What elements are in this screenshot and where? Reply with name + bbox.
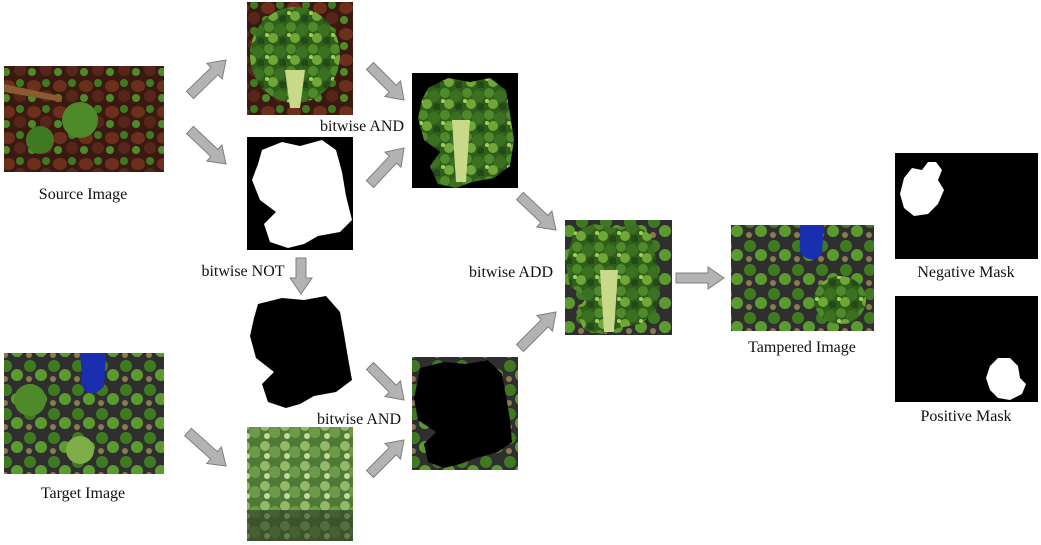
- source-crop-image: [247, 2, 353, 115]
- arrow-source-to-mask: [185, 125, 227, 165]
- source-image: [4, 66, 164, 172]
- added-result-image: [565, 220, 672, 335]
- tampered-image: [731, 225, 874, 331]
- arrow-target-to-crop: [183, 427, 227, 467]
- negative-mask-label: Negative Mask: [917, 264, 1014, 281]
- arrow-inverted-to-and: [365, 361, 405, 401]
- positive-mask-label: Positive Mask: [920, 408, 1011, 425]
- arrow-targetcrop-to-and: [365, 439, 405, 479]
- target-crop-image: [247, 427, 353, 541]
- arrow-crop-to-and: [365, 61, 405, 101]
- arrow-source-to-crop: [185, 59, 227, 100]
- tampered-image-label: Tampered Image: [748, 339, 856, 356]
- bitwise-add-label: bitwise ADD: [469, 264, 553, 281]
- arrow-mask-to-and: [365, 147, 405, 189]
- positive-mask-image: [895, 296, 1038, 402]
- inverted-mask-image: [247, 296, 353, 409]
- arrow-mask-to-not: [289, 257, 313, 295]
- target-image-label: Target Image: [41, 485, 125, 502]
- arrow-andbottom-to-add: [515, 311, 557, 353]
- source-mask-image: [247, 137, 353, 250]
- masked-source-image: [412, 73, 518, 188]
- bitwise-not-label: bitwise NOT: [201, 263, 284, 280]
- source-image-label: Source Image: [39, 186, 127, 203]
- bitwise-and-bottom-label: bitwise AND: [317, 411, 401, 428]
- target-image: [4, 353, 164, 474]
- negative-mask-image: [895, 153, 1038, 259]
- masked-target-image: [412, 357, 518, 470]
- bitwise-and-top-label: bitwise AND: [320, 118, 404, 135]
- arrow-add-to-tampered: [675, 266, 725, 290]
- arrow-and-to-add: [515, 191, 557, 231]
- arrow-group: [183, 59, 725, 479]
